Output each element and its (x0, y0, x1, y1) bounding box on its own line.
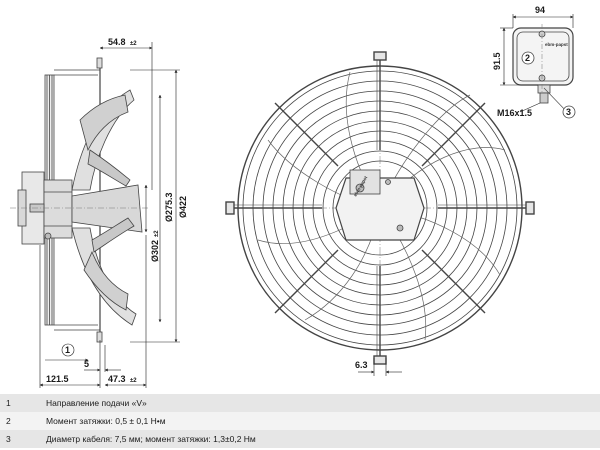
legend-number: 1 (6, 398, 11, 408)
legend-number: 2 (6, 416, 11, 426)
dim-54-8: 54.8 (108, 37, 126, 47)
side-view (10, 57, 150, 343)
side-dimensions (39, 42, 180, 388)
legend-number: 3 (6, 434, 11, 444)
dim-47-3: 47.3 (108, 374, 126, 384)
dim-302-tol: ±2 (154, 230, 160, 237)
dim-302: Ø302 (150, 240, 160, 262)
legend-text: Момент затяжки: 0,5 ± 0,1 Н•м (46, 416, 166, 426)
legend-row: 2 Момент затяжки: 0,5 ± 0,1 Н•м (0, 412, 600, 430)
front-motor (335, 169, 425, 241)
dim-422: Ø422 (178, 196, 188, 218)
dim-5: 5 (84, 359, 89, 369)
dim-47-3-tol: ±2 (130, 378, 137, 384)
legend-row: 3 Диаметр кабеля: 7,5 мм; момент затяжки… (0, 430, 600, 448)
legend-row: 1 Направление подачи «V» (0, 394, 600, 412)
technical-drawing: 54.8 ±2 Ø275.3 Ø302 ±2 Ø422 121.5 5 47.3… (10, 5, 576, 388)
terminal-brand-label: ebm-papst (545, 42, 568, 47)
dim-6-3: 6.3 (355, 360, 368, 370)
side-dim-texts: 54.8 ±2 Ø275.3 Ø302 ±2 Ø422 121.5 5 47.3… (46, 37, 188, 384)
front-dimensions (358, 358, 402, 376)
legend-text: Диаметр кабеля: 7,5 мм; момент затяжки: … (46, 434, 256, 444)
callout-3: 3 (566, 107, 571, 117)
legend-table: 1 Направление подачи «V» 2 Момент затяжк… (0, 394, 600, 448)
side-blades (71, 89, 143, 326)
front-struts (225, 51, 535, 365)
terminal-box-view (512, 24, 576, 119)
dim-91-5: 91.5 (492, 52, 502, 70)
callout-2: 2 (525, 53, 530, 63)
front-view (225, 51, 535, 365)
dim-m16: M16x1.5 (497, 108, 532, 118)
dim-121-5: 121.5 (46, 374, 69, 384)
dim-94: 94 (535, 5, 545, 15)
terminal-dim-texts: 94 91.5 M16x1.5 2 3 ebm-papst (492, 5, 571, 118)
dim-275: Ø275.3 (164, 192, 174, 222)
terminal-dimensions (500, 14, 574, 113)
callout-1: 1 (65, 345, 70, 355)
legend-text: Направление подачи «V» (46, 398, 147, 408)
dim-54-8-tol: ±2 (130, 41, 137, 47)
